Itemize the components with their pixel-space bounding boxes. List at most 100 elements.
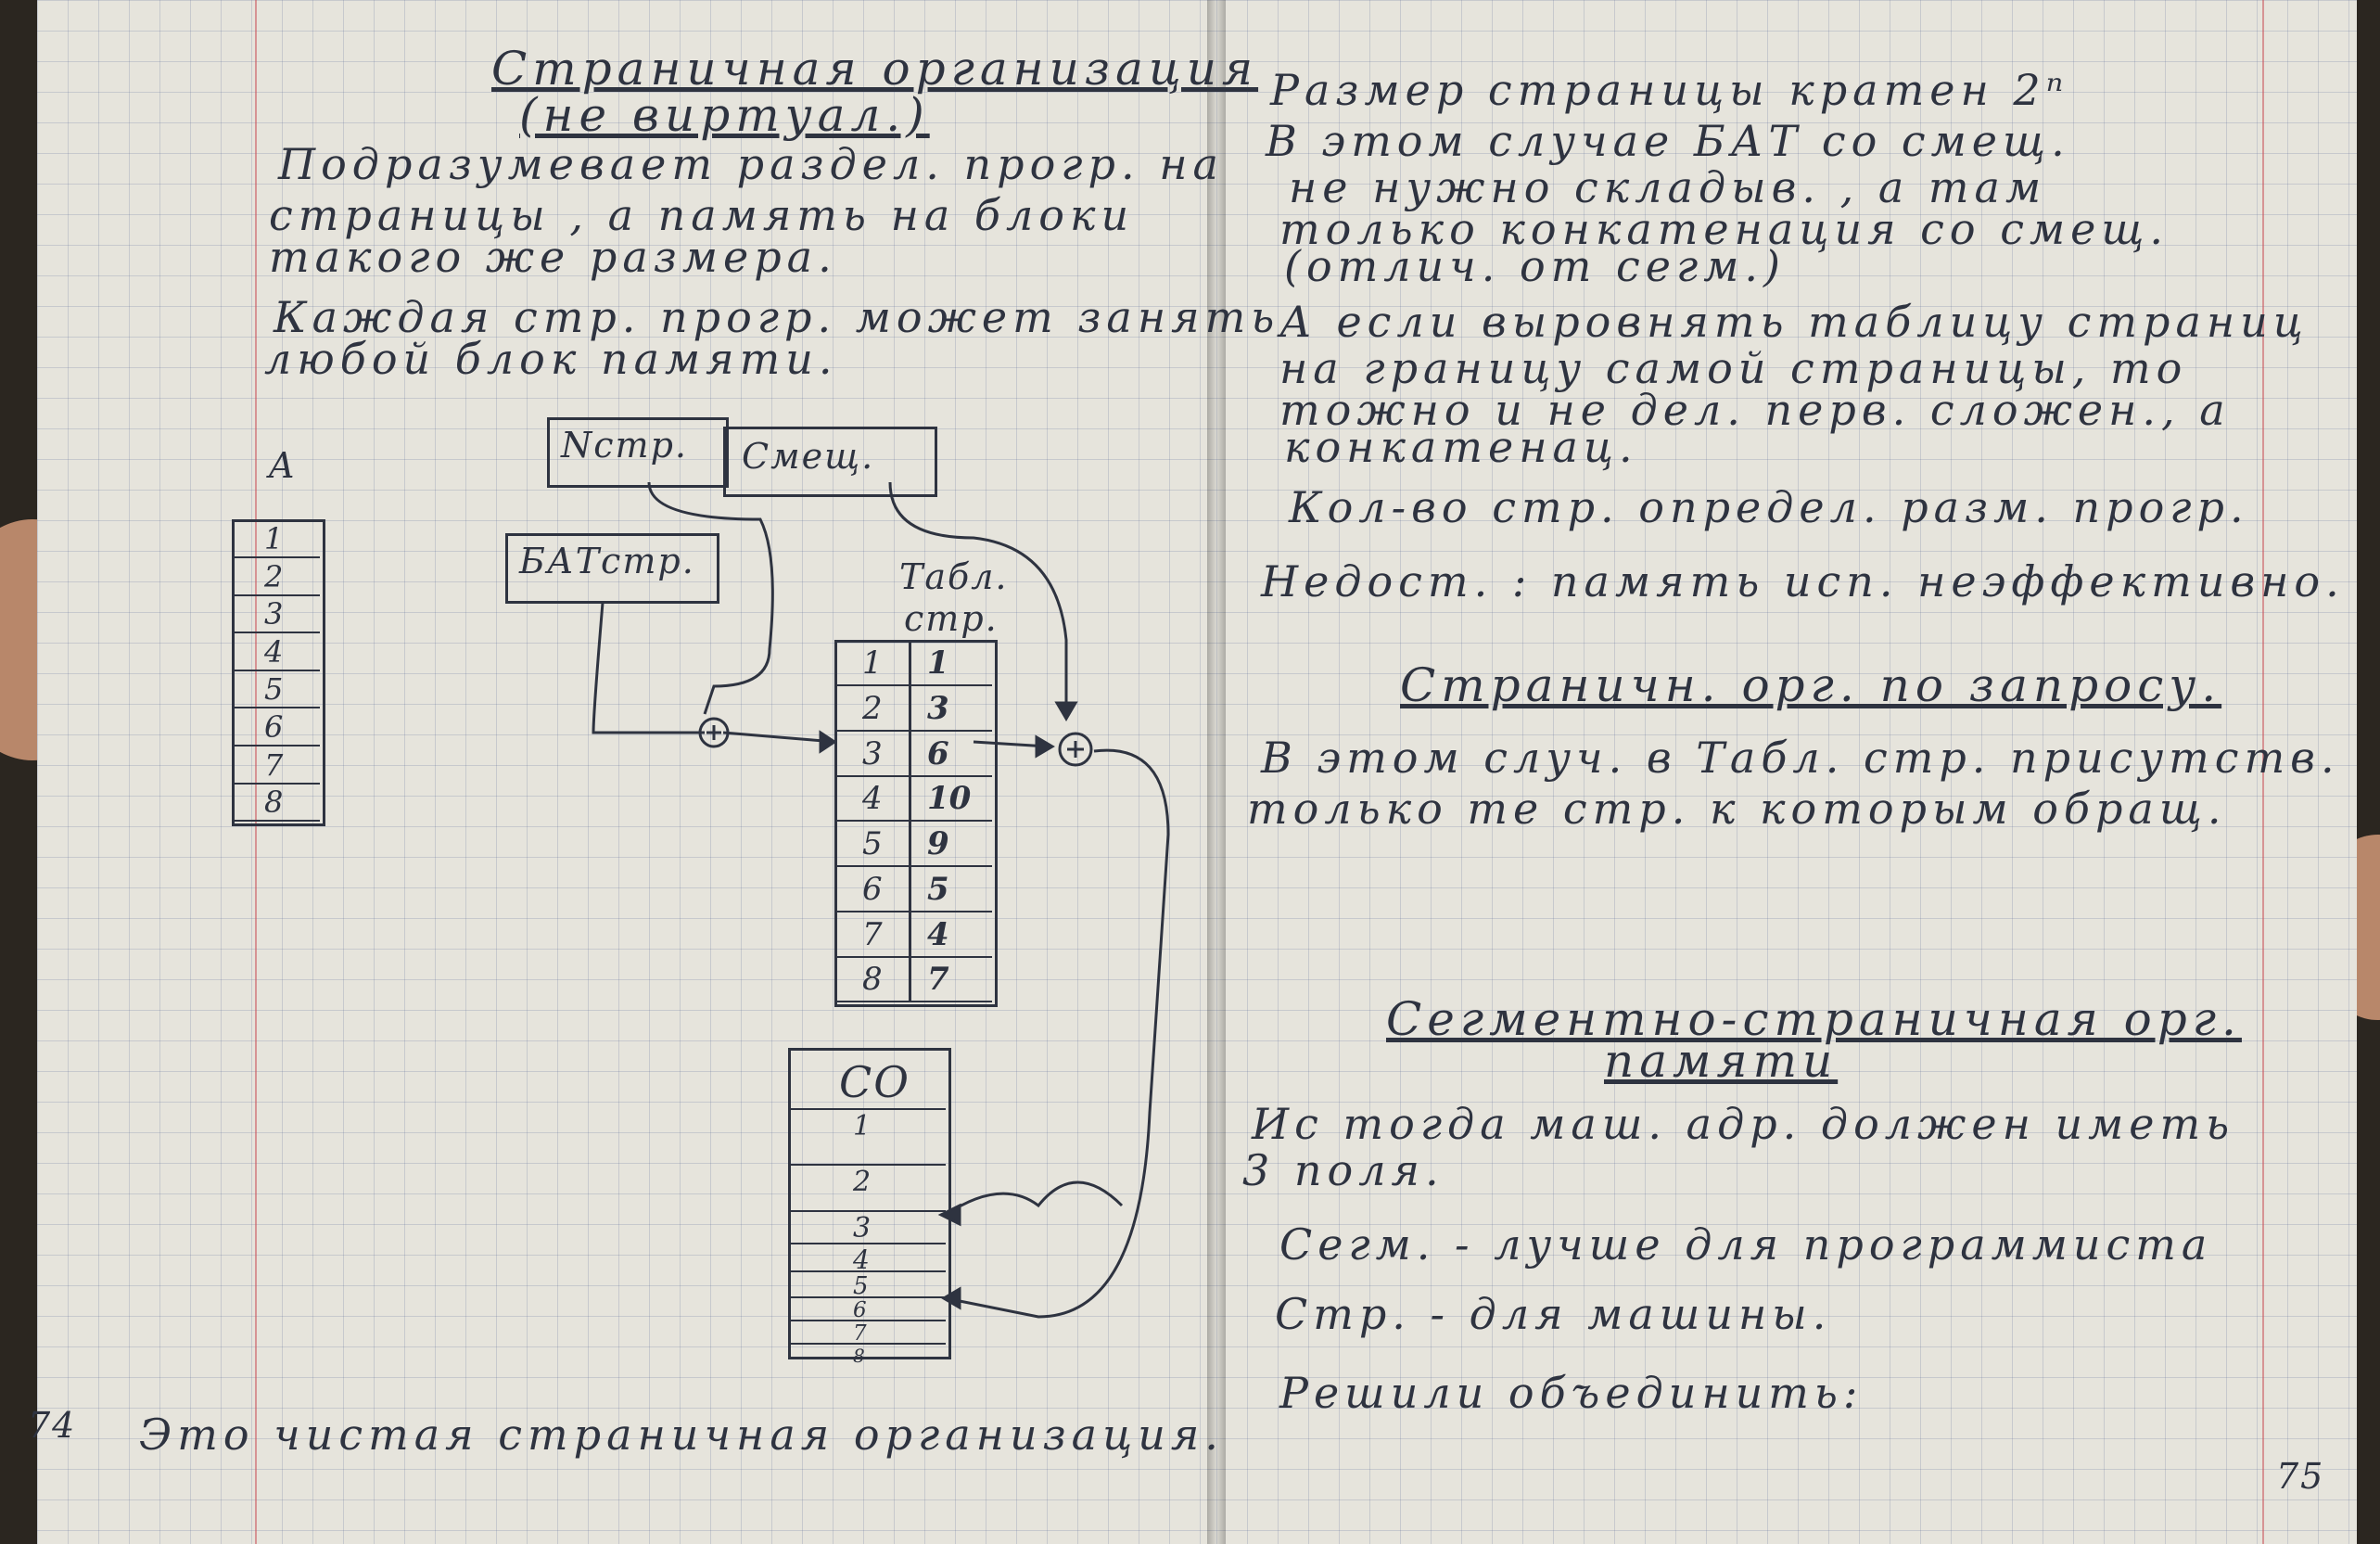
right-p2-l3: тожно и не дел. перв. сложен., а (1279, 385, 2231, 435)
array-a-cell (232, 670, 320, 709)
right-p5-l1: В этом случ. в Табл. стр. присутств. (1261, 733, 2340, 783)
array-a-cell-label: 3 (264, 596, 284, 632)
left-line-4: Каждая стр. прогр. может занять (274, 292, 1280, 342)
register-offset (723, 427, 937, 497)
right-p5-l2: только те стр. к которым обращ. (1247, 784, 2227, 834)
memory-cell (788, 1320, 946, 1345)
right-p2-l1: А если выровнять таблицу страниц (1279, 297, 2309, 347)
memory-cell (788, 1164, 946, 1212)
page-table-row-block: 1 (927, 644, 949, 682)
page-table-row (834, 866, 992, 912)
page-table-row-block: 6 (927, 734, 949, 772)
page-table-title: Табл. (899, 556, 1009, 597)
left-line-3: такого же размера. (269, 232, 837, 282)
array-a-cell (232, 632, 320, 671)
page-table-row-page: 5 (862, 825, 883, 862)
page-table-row-page: 2 (862, 689, 883, 727)
memory-cell (788, 1270, 946, 1298)
label-a: A (269, 445, 300, 486)
page-table-row-block: 10 (927, 780, 972, 818)
page-table-row-block: 5 (927, 870, 949, 908)
array-a-cell (232, 519, 320, 558)
left-line-2: страницы , а память на блоки (269, 190, 1135, 240)
array-a-cell (232, 708, 320, 746)
memory-cell (788, 1296, 946, 1321)
page-table-row-page: 1 (862, 644, 883, 682)
bat-register (505, 533, 719, 604)
page-table-row (834, 775, 992, 823)
page-table-row (834, 956, 992, 1003)
notebook-spine (1207, 0, 1226, 1544)
memory-cell (788, 1343, 946, 1365)
right-p1-l1: Размер страницы кратен 2ⁿ (1270, 65, 2069, 115)
page-table-row-page: 4 (862, 780, 883, 818)
memory-cell-label: 6 (853, 1298, 867, 1322)
memory-cell-label: 5 (853, 1272, 869, 1300)
memory-cell-label: 4 (853, 1244, 870, 1275)
left-margin-line (255, 0, 257, 1544)
page-table-row-page: 8 (862, 961, 883, 999)
right-p2-l4: конкатенац. (1284, 422, 1638, 472)
page-table-row-block: 3 (927, 689, 949, 727)
memory-cell-label: 7 (853, 1321, 867, 1346)
page-table-row (834, 912, 992, 958)
array-a-cell-label: 5 (264, 671, 284, 708)
right-p3: Кол-во стр. определ. разм. прогр. (1289, 482, 2249, 532)
array-a-cell-label: 6 (264, 709, 284, 745)
array-a-cell-label: 2 (264, 558, 284, 594)
right-p9: Решили объединить: (1279, 1368, 1864, 1418)
array-a (232, 519, 325, 826)
right-p6-l2: 3 поля. (1242, 1145, 1445, 1195)
right-p2-l2: на границу самой страницы, то (1279, 343, 2188, 393)
page-table-row-block: 7 (927, 961, 949, 999)
array-a-cell-label: 1 (264, 521, 284, 556)
right-p8: Стр. - для машины. (1275, 1289, 1832, 1339)
right-page-number: 75 (2276, 1456, 2325, 1497)
memory-cell-label: 2 (853, 1166, 872, 1198)
array-a-cell (232, 594, 320, 634)
right-p1-l3: не нужно складыв. , а там (1289, 162, 2047, 212)
memory-cell-label: 8 (853, 1345, 865, 1367)
left-title: Страничная организация (491, 42, 1259, 96)
bat-register-label: БАТстр. (519, 541, 695, 581)
page-table-row (834, 640, 992, 686)
right-p7: Сегм. - лучше для программиста (1279, 1219, 2213, 1270)
left-line-5: любой блок памяти. (264, 334, 838, 384)
right-heading-3-l2: памяти (1604, 1034, 1839, 1088)
left-line-1: Подразумевает раздел. прогр. на (278, 139, 1224, 189)
left-footer: Это чистая страничная организация. (139, 1410, 1224, 1460)
right-page (1216, 0, 2357, 1544)
memory-cell-label: 1 (853, 1110, 872, 1142)
right-heading-2: Страничн. орг. по запросу. (1400, 658, 2222, 712)
page-table-title-2: стр. (904, 598, 999, 639)
register-offset-label: Смещ. (742, 436, 875, 477)
array-a-cell (232, 557, 320, 596)
page-table (834, 640, 998, 1007)
register-npage (547, 417, 729, 488)
memory-block (788, 1048, 951, 1359)
right-p1-l2: В этом случае БАТ со смещ. (1266, 116, 2070, 166)
register-npage-label: Nстр. (561, 425, 688, 466)
page-table-row (834, 731, 992, 777)
right-p4: Недост. : память исп. неэффективно. (1261, 556, 2345, 606)
page-table-row-page: 3 (862, 734, 883, 772)
right-p1-l5: (отлич. от сегм.) (1284, 241, 1786, 291)
memory-cell (788, 1108, 946, 1166)
right-heading-3: Сегментно-страничная орг. (1386, 992, 2242, 1046)
page-table-row-page: 7 (862, 915, 883, 953)
page-table-row-page: 6 (862, 870, 883, 908)
memory-label: СО (839, 1057, 910, 1107)
page-table-row (834, 685, 992, 732)
right-p1-l4: только конкатенация со смещ. (1279, 204, 2170, 254)
right-p6-l1: Ис тогда маш. адр. должен иметь (1252, 1099, 2235, 1149)
array-a-cell (232, 783, 320, 823)
memory-cell-label: 3 (853, 1212, 872, 1244)
memory-cell (788, 1243, 946, 1272)
right-margin-line (2262, 0, 2264, 1544)
array-a-cell-label: 7 (264, 746, 284, 783)
left-subtitle: (не виртуал.) (519, 88, 930, 142)
array-a-cell (232, 746, 320, 785)
memory-cell (788, 1210, 946, 1244)
left-page-number: 74 (28, 1405, 77, 1446)
